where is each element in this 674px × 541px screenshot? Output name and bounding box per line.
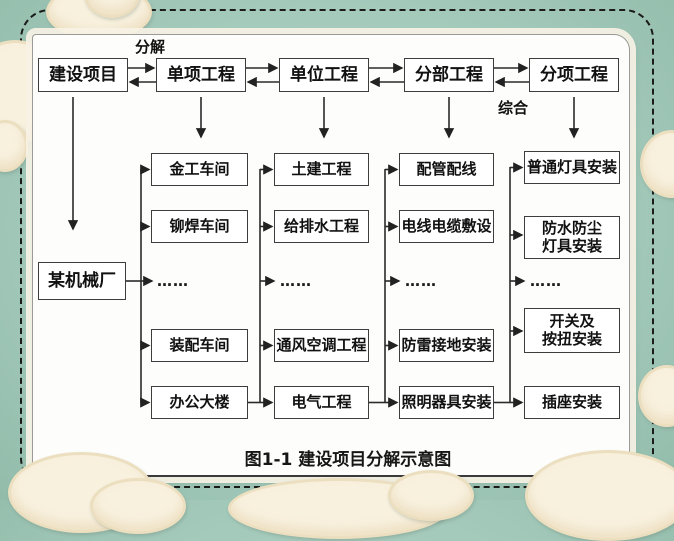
- col1-box-metalwork-shop: 金工车间: [151, 153, 248, 186]
- col3-box-lighting-fixture: 照明器具安装: [399, 386, 494, 419]
- level-box-division-work: 分部工程: [404, 58, 494, 92]
- col2-box-water-drainage: 给排水工程: [274, 210, 369, 243]
- col4-box-socket-install: 插座安装: [524, 386, 620, 419]
- level-box-construction-project: 建设项目: [38, 58, 128, 92]
- col2-box-civil-works: 土建工程: [274, 153, 369, 186]
- col1-box-office-building: 办公大楼: [151, 386, 248, 419]
- col3-box-lightning-ground: 防雷接地安装: [399, 329, 494, 362]
- col4-box-waterproof-lamp-install: 防水防尘 灯具安装: [524, 216, 620, 259]
- level-box-single-project: 单项工程: [156, 58, 246, 92]
- col4-ellipsis: ……: [530, 272, 562, 290]
- col2-box-hvac-works: 通风空调工程: [274, 329, 369, 362]
- col2-box-electrical-works: 电气工程: [274, 386, 369, 419]
- cloud-decoration: [388, 470, 474, 521]
- connector-lines-layer: [67, 62, 580, 408]
- col4-box-common-lamp-install: 普通灯具安装: [524, 151, 620, 184]
- col3-box-cable-laying: 电线电缆敷设: [399, 210, 494, 243]
- col1-box-assembly-shop: 装配车间: [151, 329, 248, 362]
- synthesize-label: 综合: [497, 99, 528, 117]
- col3-ellipsis: ……: [405, 272, 437, 290]
- level-box-item-work: 分项工程: [529, 58, 619, 92]
- cloud-decoration: [638, 365, 674, 427]
- col4-box-switch-button-install: 开关及 按扭安装: [524, 308, 620, 353]
- col2-ellipsis: ……: [280, 272, 312, 290]
- cloud-decoration: [640, 130, 674, 198]
- root-instance-box: 某机械厂: [38, 262, 126, 300]
- level-box-unit-project: 单位工程: [279, 58, 369, 92]
- diagram-panel: 分解 综合 建设项目 单项工程 单位工程 分部工程 分项工程 某机械厂 金工车间…: [32, 34, 630, 477]
- col1-ellipsis: ……: [157, 272, 189, 290]
- cloud-decoration: [90, 478, 186, 534]
- col1-box-welding-shop: 铆焊车间: [151, 210, 248, 243]
- cloud-decoration: [525, 450, 674, 541]
- col3-box-conduit-wiring: 配管配线: [399, 153, 494, 186]
- decompose-label: 分解: [134, 38, 165, 56]
- figure-caption: 图1-1 建设项目分解示意图: [244, 450, 452, 470]
